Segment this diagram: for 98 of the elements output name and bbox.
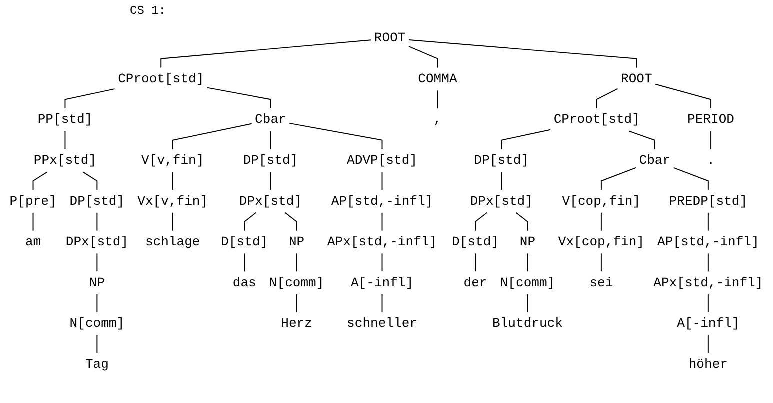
- connector: [296, 294, 298, 313]
- connector: [408, 46, 438, 68]
- node-text: Cbar: [255, 112, 286, 128]
- connector: [382, 212, 383, 232]
- connector: [172, 123, 252, 150]
- node-text: schneller: [347, 316, 418, 332]
- connector: [600, 167, 636, 191]
- connector: [516, 212, 528, 232]
- node-text: ROOT: [374, 31, 406, 46]
- connector: [172, 212, 174, 232]
- node-text: DP[std]: [243, 153, 298, 168]
- node-text: A[-infl]: [677, 316, 740, 332]
- node-text: PP[std]: [38, 112, 93, 128]
- node-text: PERIOD: [688, 112, 735, 128]
- connector: [32, 172, 48, 191]
- node-text: ROOT: [621, 72, 652, 87]
- connector: [96, 253, 98, 272]
- node-text: DPx[std]: [239, 194, 302, 209]
- node-text: ,: [434, 112, 442, 128]
- node-text: DPx[std]: [470, 194, 533, 209]
- node-text: DP[std]: [474, 153, 530, 168]
- node-text: AP[std,-infl]: [331, 194, 434, 209]
- node-text: NP: [288, 234, 305, 250]
- node-text: das: [232, 276, 256, 290]
- connector: [270, 130, 272, 150]
- node-text: Tag: [85, 357, 109, 372]
- connector: [710, 130, 712, 150]
- connector: [600, 253, 602, 272]
- node-text: CProot[std]: [554, 112, 640, 128]
- connector: [437, 90, 438, 110]
- node-text: NP: [89, 276, 106, 290]
- node-text: der: [464, 276, 488, 290]
- tree-label: CS 1:: [130, 4, 166, 18]
- connector: [244, 212, 257, 232]
- node-text: A[-infl]: [350, 276, 414, 290]
- node-text: D[std]: [221, 234, 268, 250]
- connector: [501, 172, 502, 191]
- connector: [501, 129, 552, 150]
- connector: [673, 167, 709, 191]
- connector: [708, 253, 709, 272]
- node-text: CProot[std]: [118, 72, 204, 87]
- connector: [96, 334, 98, 354]
- node-text: DP[std]: [70, 194, 125, 209]
- connector: [628, 130, 656, 150]
- node-text: am: [25, 234, 42, 250]
- connector: [655, 84, 712, 110]
- node-text: D[std]: [452, 234, 500, 250]
- connector: [270, 172, 272, 191]
- node-text: .: [707, 153, 715, 168]
- connector: [382, 172, 383, 191]
- connector: [96, 294, 98, 313]
- node-text: DPx[std]: [66, 234, 129, 250]
- connector: [408, 40, 638, 68]
- connector: [527, 294, 528, 313]
- connector: [82, 172, 98, 191]
- node-text: PREDP[std]: [669, 194, 748, 209]
- node-text: Vx[cop,fin]: [558, 234, 644, 250]
- connector: [382, 294, 383, 313]
- node-text: N[comm]: [269, 276, 324, 290]
- node-text: Cbar: [639, 153, 671, 168]
- connector: [475, 253, 476, 272]
- connector: [172, 172, 174, 191]
- connector: [527, 253, 528, 272]
- node-text: P[pre]: [10, 194, 57, 209]
- node-text: NP: [520, 234, 536, 250]
- node-text: AP[std,-infl]: [658, 234, 760, 250]
- connector: [64, 130, 66, 150]
- connector: [289, 122, 383, 150]
- connector: [32, 212, 34, 232]
- node-text: COMMA: [418, 72, 458, 87]
- node-text: APx[std,-infl]: [654, 276, 764, 290]
- node-text: höher: [688, 357, 728, 372]
- node-text: V[cop,fin]: [562, 194, 641, 209]
- connector: [708, 212, 709, 232]
- node-text: Vx[v,fin]: [138, 194, 208, 209]
- connector: [284, 212, 298, 232]
- connector: [296, 253, 298, 272]
- connector: [64, 88, 116, 110]
- connector: [244, 253, 246, 272]
- connector: [600, 212, 602, 232]
- connector: [96, 212, 98, 232]
- connector: [475, 212, 488, 232]
- node-text: V[v,fin]: [142, 153, 204, 168]
- node-text: ADVP[std]: [347, 153, 418, 168]
- connector: [206, 87, 272, 110]
- connector: [596, 88, 618, 110]
- node-text: APx[std,-infl]: [327, 234, 438, 250]
- node-text: Herz: [281, 316, 312, 332]
- node-text: sei: [590, 276, 614, 290]
- connector: [382, 253, 383, 272]
- connector: [708, 294, 709, 313]
- connector: [160, 40, 372, 68]
- node-text: PPx[std]: [34, 153, 97, 168]
- node-text: N[comm]: [500, 276, 556, 290]
- node-text: schlage: [145, 234, 200, 250]
- connector: [708, 334, 709, 354]
- node-text: Blutdruck: [492, 316, 563, 332]
- node-text: N[comm]: [70, 316, 125, 332]
